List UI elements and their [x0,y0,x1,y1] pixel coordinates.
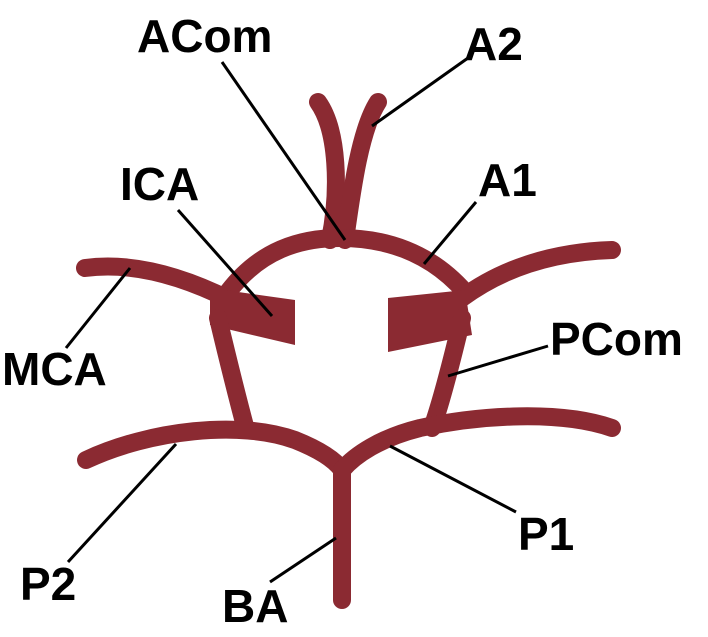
label-p1: P1 [518,508,574,560]
mca-leader [64,267,132,349]
label-acom: ACom [137,10,272,62]
acom-leader [220,61,347,241]
left-posterior-vessel [77,420,351,479]
p2-leader [66,442,178,564]
a2-leader [371,56,469,128]
label-a1: A1 [478,154,537,206]
label-ica: ICA [120,158,199,210]
a1-leader [422,201,478,265]
label-ba: BA [222,580,288,632]
p1-leader [389,444,517,514]
labels: ACom A2 A1 ICA MCA PCom P1 P2 BA [2,10,683,632]
label-p2: P2 [20,558,76,610]
ba-leader [269,536,337,584]
right-mca-vessel [453,241,621,307]
left-ica-stump [210,288,295,345]
right-posterior-vessel [333,407,621,479]
vessels [76,93,621,609]
leader-lines [64,56,549,584]
label-pcom: PCom [550,313,683,365]
left-pcom-vessel [209,309,255,439]
label-mca: MCA [2,343,107,395]
pcom-leader [447,344,549,378]
anterior-arch-vessel [219,229,474,301]
right-a2-vessel [336,93,387,249]
left-a2-vessel [309,93,345,249]
label-a2: A2 [464,18,523,70]
ica-leader [176,209,274,317]
